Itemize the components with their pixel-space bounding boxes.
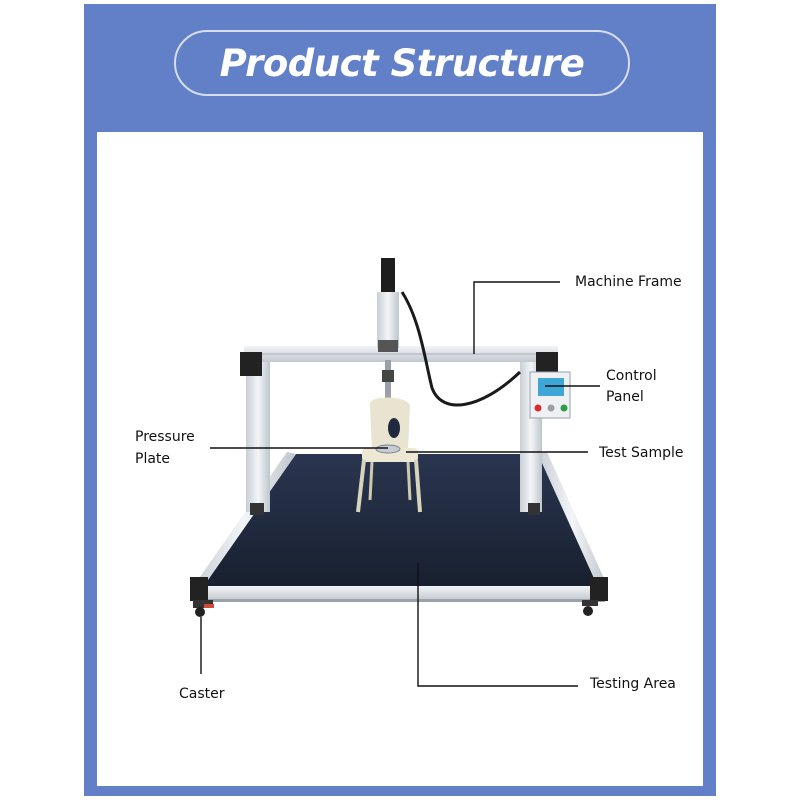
post-foot-right xyxy=(528,503,540,515)
cylinder-motor xyxy=(381,258,395,294)
cylinder-rod-clamp xyxy=(382,370,394,382)
chair-back-hole xyxy=(388,418,400,438)
corner-bracket-tr xyxy=(536,352,558,374)
label-control-panel-line1: Control xyxy=(606,368,657,384)
cable xyxy=(400,291,522,407)
chair-seat xyxy=(362,448,418,462)
left-rail xyxy=(193,452,296,587)
start-button xyxy=(560,404,568,412)
corner-bracket-tl xyxy=(240,352,262,376)
post-foot-left xyxy=(250,503,264,515)
label-caster: Caster xyxy=(179,686,225,702)
cylinder-carriage xyxy=(378,340,398,352)
control-panel-screen xyxy=(538,378,564,396)
chair-leg xyxy=(368,461,374,501)
cylinder-rod xyxy=(385,360,391,430)
label-pressure-plate-line1: Pressure xyxy=(135,429,195,445)
chair-leg xyxy=(414,459,422,513)
page-title: Product Structure xyxy=(219,41,585,85)
front-rail xyxy=(195,586,605,600)
caster-left xyxy=(193,600,214,617)
testing-area-surface xyxy=(203,454,598,587)
label-machine-frame: Machine Frame xyxy=(575,274,682,290)
chair-leg xyxy=(406,461,412,501)
front-rail-shadow xyxy=(195,599,605,602)
label-test-sample: Test Sample xyxy=(599,445,684,461)
caster-right xyxy=(582,600,598,616)
label-pressure-plate-line2: Plate xyxy=(135,451,171,467)
leader-testing-area xyxy=(417,563,578,687)
corner-bracket-fl xyxy=(190,577,208,601)
left-post xyxy=(246,354,270,512)
title-pill: Product Structure xyxy=(174,30,630,96)
corner-bracket-fr xyxy=(590,577,608,601)
right-rail xyxy=(538,452,607,587)
leader-machine-frame xyxy=(473,281,560,354)
chair-leg xyxy=(356,459,366,513)
cylinder-body xyxy=(377,292,399,348)
pressure-plate xyxy=(375,444,401,454)
label-control-panel-line2: Panel xyxy=(606,389,644,405)
stop-button xyxy=(534,404,542,412)
aux-button xyxy=(547,404,555,412)
label-testing-area: Testing Area xyxy=(590,676,676,692)
